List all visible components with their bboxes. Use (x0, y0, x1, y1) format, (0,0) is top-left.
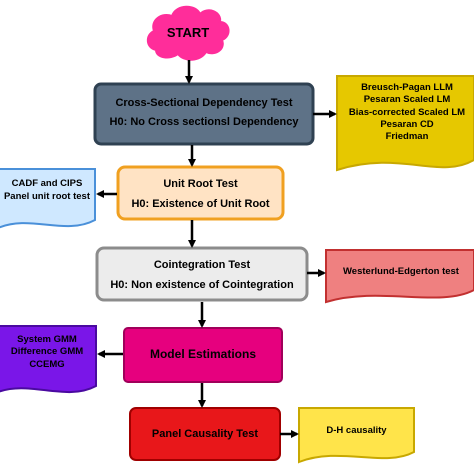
cointegration-box-shape (95, 246, 309, 302)
start-cloud-shape (146, 5, 230, 61)
panel-causality-box-shape (129, 407, 281, 461)
cross-sectional-tests-doc-shape (336, 75, 474, 172)
unit-root-tests-doc-shape (0, 168, 96, 229)
estimators-doc-shape (0, 325, 97, 394)
cointegration-tests-doc-shape (325, 249, 474, 304)
causality-tests-doc-shape (298, 407, 415, 464)
unit-root-box-shape (116, 165, 285, 221)
model-estimations-box-shape (123, 327, 283, 383)
cross-sectional-box-shape (93, 82, 315, 146)
